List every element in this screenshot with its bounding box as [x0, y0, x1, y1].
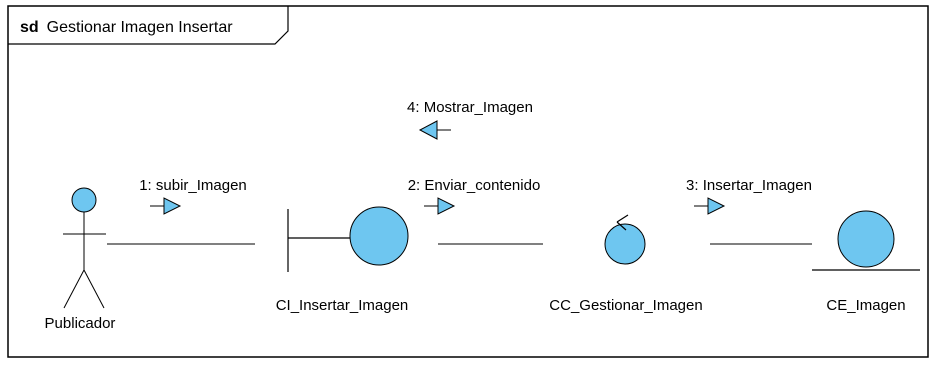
entity-circle-icon [837, 210, 895, 268]
message-1-arrow-icon [163, 197, 182, 215]
message-2-arrow-icon [437, 197, 456, 215]
message-1-label: 1: subir_Imagen [139, 177, 247, 194]
frame-keyword: sd [20, 19, 39, 36]
actor-head-icon [71, 187, 97, 213]
message-1[interactable]: 1: subir_Imagen [139, 177, 247, 215]
message-3-label: 3: Insertar_Imagen [686, 177, 812, 194]
actor-right-leg [83, 269, 105, 309]
actor-publicador[interactable]: Publicador [45, 187, 116, 332]
control-object[interactable]: CC_Gestionar_Imagen [549, 214, 703, 314]
entity-object[interactable]: CE_Imagen [812, 210, 920, 314]
frame-title: sd Gestionar Imagen Insertar [20, 19, 233, 36]
boundary-object[interactable]: CI_Insertar_Imagen [276, 206, 409, 314]
message-3-arrow-icon [707, 197, 726, 215]
actor-label: Publicador [45, 315, 116, 332]
boundary-label: CI_Insertar_Imagen [276, 297, 409, 314]
control-circle-icon [604, 223, 646, 265]
boundary-circle-icon [349, 206, 409, 266]
actor-left-leg [63, 269, 85, 309]
message-2-label: 2: Enviar_contenido [408, 177, 541, 194]
diagram-frame [7, 5, 929, 358]
frame-title-tab [8, 6, 289, 45]
control-arrow-icon [616, 214, 629, 231]
message-4-label: 4: Mostrar_Imagen [407, 99, 533, 116]
message-4[interactable]: 4: Mostrar_Imagen [407, 99, 533, 140]
frame-name: Gestionar Imagen Insertar [47, 19, 234, 36]
message-4-arrow-icon [418, 120, 438, 140]
control-label: CC_Gestionar_Imagen [549, 297, 702, 314]
message-2[interactable]: 2: Enviar_contenido [408, 177, 541, 215]
entity-label: CE_Imagen [826, 297, 905, 314]
message-3[interactable]: 3: Insertar_Imagen [686, 177, 812, 215]
